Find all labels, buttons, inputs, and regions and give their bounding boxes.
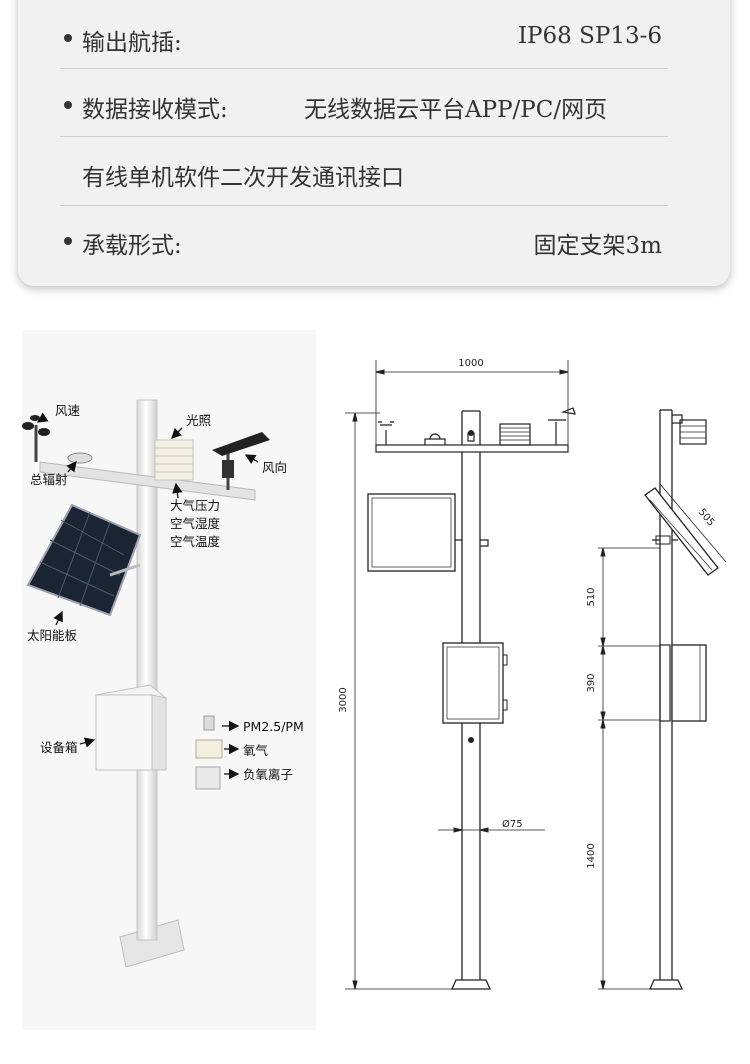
dim-crossbar-width: 1000 (458, 358, 483, 369)
divider (60, 136, 668, 137)
wind-vane-icon (212, 432, 270, 490)
label-pm: PM2.5/PM (243, 719, 304, 734)
spec-value: 固定支架3m (533, 233, 662, 259)
label-oxygen: 氧气 (243, 743, 269, 758)
crossbar (39, 461, 256, 501)
bullet-icon (64, 237, 72, 245)
radiation-sensor-icon (67, 452, 93, 464)
spec-card (18, 0, 730, 286)
label-total-radiation: 总辐射 (30, 472, 68, 487)
spec-value: 无线数据云平台APP/PC/网页 (304, 97, 608, 123)
base-plate (119, 919, 185, 968)
spec-label: 数据接收模式: (82, 97, 228, 123)
solar-panel (26, 503, 142, 617)
dim-390: 390 (586, 673, 597, 692)
dim-1400: 1400 (586, 843, 597, 868)
dim-pole-diameter: Ø75 (502, 818, 523, 830)
divider (60, 68, 668, 69)
station-diagram: 风速 光照 总辐射 风向 大气压力 空气湿度 空气温度 太阳能板 设备箱 PM2… (22, 330, 727, 1030)
label-wind-speed: 风速 (55, 403, 81, 418)
radiation-shield (154, 439, 194, 481)
equipment-box (94, 684, 168, 771)
label-temperature: 空气温度 (170, 534, 221, 549)
label-humidity: 空气湿度 (170, 516, 221, 531)
spec-value: 有线单机软件二次开发通讯接口 (82, 165, 404, 191)
bullet-icon (64, 101, 72, 109)
label-equipment-box: 设备箱 (40, 740, 78, 755)
dim-total-height: 3000 (338, 687, 349, 712)
dim-panel-length: 505 (696, 507, 717, 529)
divider (60, 205, 668, 206)
station-rendering: 风速 光照 总辐射 风向 大气压力 空气湿度 空气温度 太阳能板 设备箱 PM2… (22, 330, 316, 1030)
dim-510: 510 (586, 587, 597, 606)
spec-label: 输出航插: (82, 30, 182, 56)
bullet-icon (64, 34, 72, 42)
spec-value: IP68 SP13-6 (517, 23, 662, 49)
label-wind-direction: 风向 (262, 460, 287, 475)
front-elevation-drawing (345, 360, 576, 990)
label-anion: 负氧离子 (243, 767, 293, 782)
label-solar-panel: 太阳能板 (27, 628, 78, 643)
sensor-modules (195, 715, 223, 790)
label-light: 光照 (186, 413, 211, 428)
spec-label: 承载形式: (82, 233, 182, 259)
side-elevation-drawing (598, 409, 727, 990)
label-pressure: 大气压力 (170, 498, 220, 513)
pole (136, 399, 158, 941)
